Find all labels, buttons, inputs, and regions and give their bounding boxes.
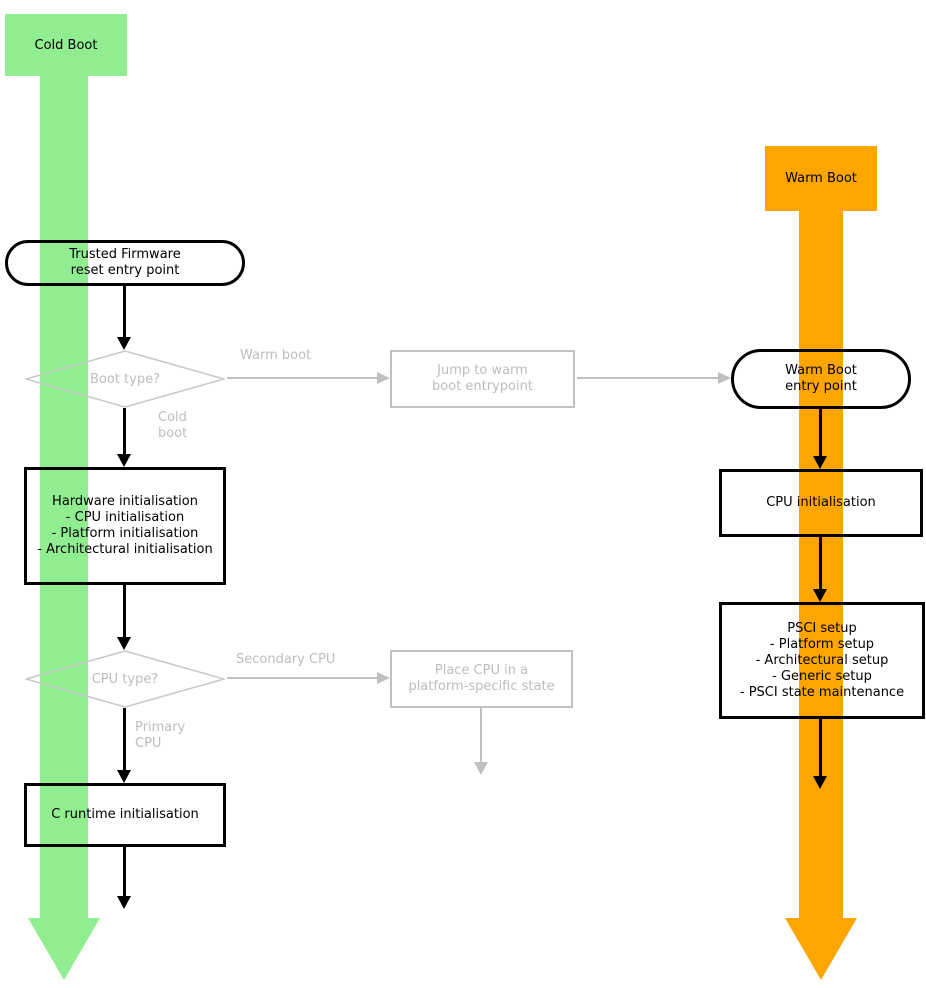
arrow-psci-down [819, 719, 822, 777]
node-reset-entry-line2: reset entry point [70, 263, 180, 278]
node-psci-setup-item-0: - Platform setup [769, 636, 875, 652]
edge-label-cold-boot-line1: Cold [158, 410, 187, 425]
edge-label-warm-boot: Warm boot [240, 348, 312, 363]
arrow-warmentry-to-cpuinit [819, 409, 822, 457]
node-place-cpu-line1: Place CPU in a [434, 663, 529, 678]
edge-label-primary-cpu: Primary CPU [135, 720, 185, 752]
arrow-reset-to-boottype-head-icon [117, 337, 131, 350]
arrow-cruntime-down-head-icon [117, 896, 131, 909]
edge-label-primary-cpu-line2: CPU [135, 736, 162, 751]
node-hardware-init-item-1: - Platform initialisation [51, 526, 199, 541]
arrow-cpuinit-to-psci [819, 537, 822, 590]
node-warm-entry-line2: entry point [785, 379, 857, 394]
node-warm-entry-point: Warm Boot entry point [731, 349, 911, 409]
arrow-warmentry-to-cpuinit-head-icon [813, 456, 827, 469]
node-jump-warm-line2: boot entrypoint [432, 379, 533, 394]
edge-jump-to-warmentry [577, 377, 718, 379]
cold-boot-band [40, 74, 88, 920]
arrow-reset-to-boottype [123, 286, 126, 338]
node-hardware-init: Hardware initialisation - CPU initialisa… [24, 467, 226, 585]
node-c-runtime-init-label: C runtime initialisation [51, 807, 199, 822]
node-reset-entry-line1: Trusted Firmware [69, 247, 181, 262]
arrow-cputype-to-cruntime-head-icon [117, 770, 131, 783]
node-c-runtime-init: C runtime initialisation [24, 783, 226, 847]
node-psci-setup-item-2: - Generic setup [772, 668, 872, 684]
edge-cputype-to-placecpu [227, 677, 377, 679]
edge-label-primary-cpu-line1: Primary [135, 720, 186, 735]
warm-boot-flow-label: Warm Boot [765, 146, 877, 211]
node-jump-warm-line1: Jump to warm [437, 363, 528, 378]
node-psci-setup-title: PSCI setup [787, 620, 857, 636]
edge-boottype-to-jump [227, 377, 377, 379]
cold-boot-arrowhead-icon [28, 918, 100, 980]
node-reset-entry-point: Trusted Firmware reset entry point [5, 240, 245, 286]
node-psci-setup-item-3: - PSCI state maintenance [739, 684, 905, 700]
arrow-hwinit-to-cputype-head-icon [117, 637, 131, 650]
node-psci-setup-item-1: - Architectural setup [755, 652, 889, 668]
edge-cputype-to-placecpu-head-icon [377, 672, 390, 684]
edge-boottype-to-jump-head-icon [377, 372, 390, 384]
decision-cpu-type-shape [25, 650, 225, 708]
node-hardware-init-item-2: - Architectural initialisation [37, 542, 213, 557]
decision-boot-type-label: Boot type? [90, 371, 160, 387]
cold-boot-flow-label-text: Cold Boot [34, 37, 98, 53]
arrow-cpuinit-to-psci-head-icon [813, 589, 827, 602]
arrow-psci-down-head-icon [813, 776, 827, 789]
decision-cpu-type-label: CPU type? [91, 671, 159, 687]
node-hardware-init-item-0: - CPU initialisation [65, 510, 185, 525]
cold-boot-flow-label: Cold Boot [5, 14, 127, 76]
edge-jump-to-warmentry-head-icon [718, 372, 731, 384]
node-place-cpu: Place CPU in a platform-specific state [390, 650, 573, 708]
decision-boot-type-shape [25, 350, 225, 408]
decision-cpu-type: CPU type? [25, 650, 225, 708]
node-psci-setup: PSCI setup - Platform setup - Architectu… [719, 602, 925, 719]
node-jump-warm-entrypoint: Jump to warm boot entrypoint [390, 350, 575, 408]
arrow-boottype-to-hwinit-head-icon [117, 454, 131, 467]
node-hardware-init-title: Hardware initialisation [52, 494, 198, 509]
edge-placecpu-down-head-icon [474, 762, 488, 775]
warm-boot-arrowhead-icon [785, 918, 857, 980]
arrow-hwinit-to-cputype [123, 585, 126, 638]
edge-placecpu-down [480, 708, 482, 763]
node-place-cpu-line2: platform-specific state [408, 679, 555, 694]
warm-boot-flow-label-text: Warm Boot [785, 171, 857, 186]
decision-boot-type: Boot type? [25, 350, 225, 408]
edge-label-secondary-cpu: Secondary CPU [236, 652, 336, 667]
edge-label-cold-boot-line2: boot [158, 426, 188, 441]
node-cpu-init: CPU initialisation [719, 469, 923, 537]
edge-label-cold-boot: Cold boot [158, 410, 187, 442]
node-warm-entry-line1: Warm Boot [785, 363, 857, 378]
arrow-boottype-to-hwinit [123, 408, 126, 455]
node-cpu-init-label: CPU initialisation [766, 495, 876, 510]
arrow-cruntime-down [123, 847, 126, 897]
arrow-cputype-to-cruntime [123, 708, 126, 771]
